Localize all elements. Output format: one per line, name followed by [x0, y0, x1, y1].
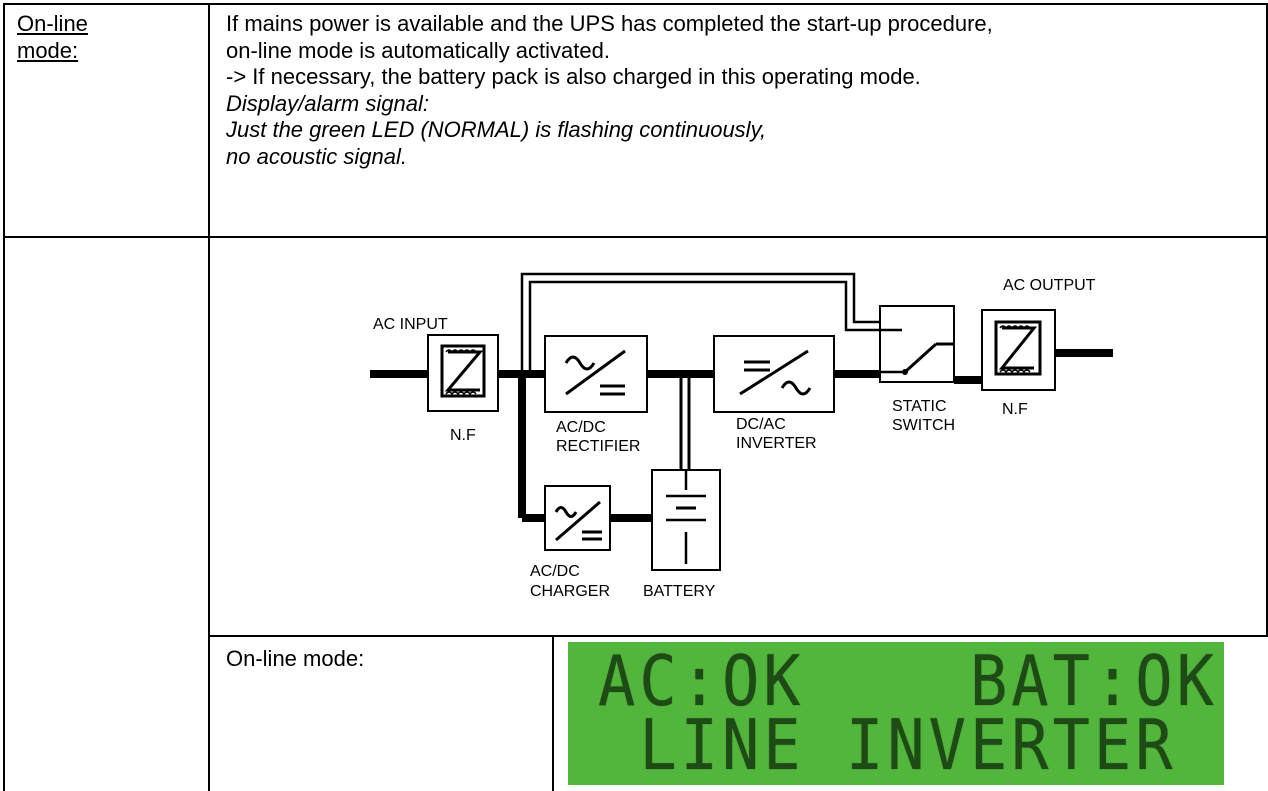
main-power-line — [370, 349, 1113, 522]
row-divider-2 — [208, 635, 1268, 637]
charger-block — [544, 485, 611, 551]
table-border-right — [1266, 3, 1268, 637]
description-line2: on-line mode is automatically activated. — [226, 38, 610, 63]
description-line1: If mains power is available and the UPS … — [226, 11, 993, 36]
charger-label-2: CHARGER — [530, 583, 610, 600]
row-divider-1 — [3, 236, 1268, 238]
inverter-label-1: DC/AC — [736, 416, 786, 433]
ups-block-diagram: AC INPUT N.F AC/DC RECTIFIER DC/AC INVER… — [370, 272, 1113, 600]
charger-label-1: AC/DC — [530, 563, 580, 580]
static-switch-block — [879, 305, 955, 383]
ac-input-label: AC INPUT — [373, 316, 448, 333]
inverter-label-2: INVERTER — [736, 435, 817, 452]
lcd-line-2: LINE INVERTER — [598, 704, 1177, 785]
column-divider — [208, 3, 210, 791]
nf-output-filter — [981, 309, 1056, 391]
lcd-caption: On-line mode: — [226, 646, 365, 671]
table-border-top — [3, 3, 1267, 5]
static-switch-label-1: STATIC — [892, 398, 947, 415]
nf-input-label: N.F — [450, 427, 476, 444]
static-switch-label-2: SWITCH — [892, 417, 955, 434]
alarm-signal-line2: no acoustic signal. — [226, 144, 407, 169]
lcd-cell-divider — [552, 635, 554, 791]
alarm-signal-line1: Just the green LED (NORMAL) is flashing … — [226, 117, 767, 142]
nf-output-label: N.F — [1002, 401, 1028, 418]
rectifier-label-2: RECTIFIER — [556, 438, 640, 455]
battery-label: BATTERY — [643, 583, 716, 600]
lcd-display: AC:OK BAT:OK LINE INVERTER — [568, 642, 1224, 785]
nf-input-filter — [427, 334, 499, 412]
bypass-line — [520, 272, 880, 372]
inverter-block — [713, 335, 835, 413]
battery-feed-line — [679, 374, 691, 470]
table-border-left — [3, 3, 5, 791]
description-line3: -> If necessary, the battery pack is als… — [226, 64, 921, 89]
alarm-signal-heading: Display/alarm signal: — [226, 91, 429, 116]
ac-output-label: AC OUTPUT — [1003, 277, 1096, 294]
battery-block — [651, 469, 721, 571]
mode-label-line1: On-line — [17, 11, 88, 36]
rectifier-label-1: AC/DC — [556, 419, 606, 436]
lcd-line-1: AC:OK BAT:OK — [598, 642, 1218, 722]
mode-label-line2: mode: — [17, 38, 79, 63]
rectifier-block — [544, 335, 648, 413]
